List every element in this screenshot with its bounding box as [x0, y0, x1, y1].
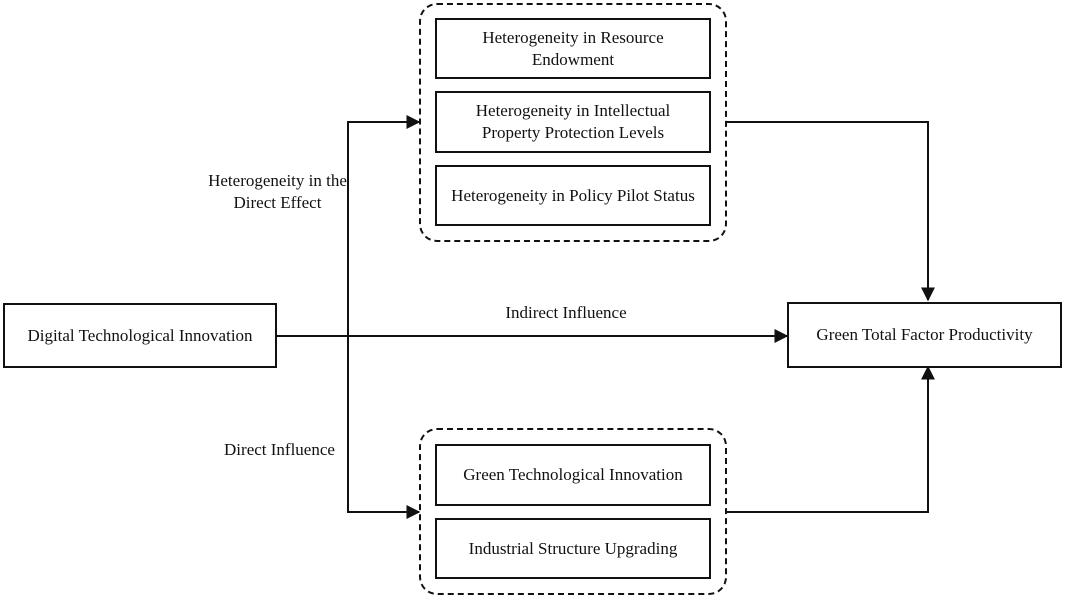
- industrial-upgrading-label: Industrial Structure Upgrading: [468, 538, 678, 558]
- green-tech-box: Green Technological Innovation: [435, 444, 711, 506]
- source-node-label: Digital Technological Innovation: [27, 325, 253, 345]
- arrow-mechanism-to-target: [727, 365, 935, 513]
- direct-edge-label: Direct Influence: [224, 440, 335, 459]
- heterogeneity-resource-box: Heterogeneity in Resource Endowment: [435, 18, 711, 79]
- heterogeneity-resource-label: Heterogeneity in Resource Endowment: [482, 27, 664, 69]
- industrial-upgrading-box: Industrial Structure Upgrading: [435, 518, 711, 579]
- indirect-edge-label: Indirect Influence: [505, 303, 627, 322]
- target-node-label: Green Total Factor Productivity: [816, 325, 1033, 344]
- heterogeneity-policy-box: Heterogeneity in Policy Pilot Status: [435, 165, 711, 226]
- source-node: Digital Technological Innovation: [3, 303, 277, 368]
- heterogeneity-ip-box: Heterogeneity in Intellectual Property P…: [435, 91, 711, 153]
- target-node: Green Total Factor Productivity: [787, 302, 1062, 368]
- green-tech-label: Green Technological Innovation: [463, 465, 683, 484]
- heterogeneity-edge-label: Heterogeneity in the Direct Effect: [208, 171, 347, 212]
- mechanism-group: [419, 428, 727, 595]
- heterogeneity-policy-label: Heterogeneity in Policy Pilot Status: [451, 185, 695, 205]
- heterogeneity-ip-label: Heterogeneity in Intellectual Property P…: [475, 101, 671, 142]
- arrow-heterogeneity-to-target: [727, 121, 935, 302]
- heterogeneity-group: [419, 3, 727, 242]
